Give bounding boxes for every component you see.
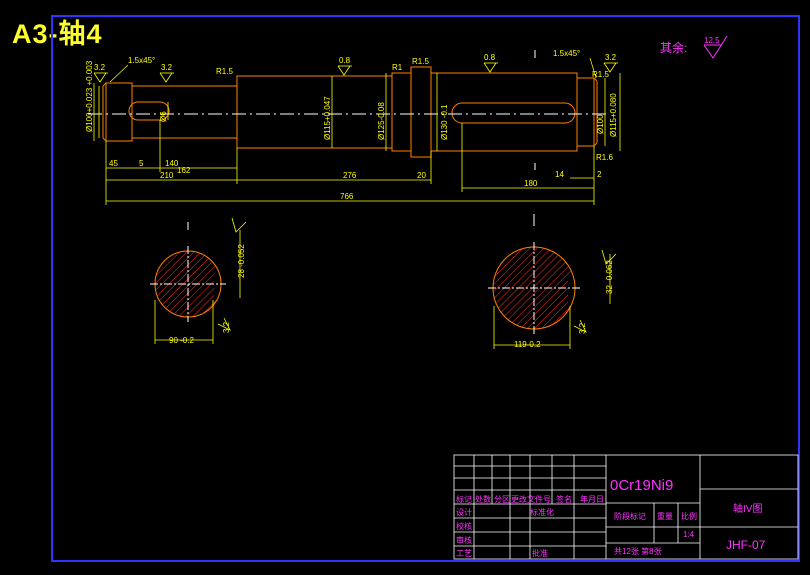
roughness-mark-1: 3.2 <box>94 63 106 72</box>
radius-label-4: R1.5 <box>592 70 609 79</box>
roughness-mark-3: 0.8 <box>339 56 351 65</box>
header-cell-3: 分区 <box>494 495 510 504</box>
len-label-162: 162 <box>177 166 191 175</box>
len-label-2: 2 <box>597 170 602 179</box>
scale-value: 1:4 <box>683 530 695 539</box>
header-cell-1: 标记 <box>456 494 472 504</box>
section-right-width: 119-0.2 <box>514 340 541 349</box>
drawing-title: A3-轴4 <box>12 19 103 49</box>
len-label-14: 14 <box>555 170 564 179</box>
header-cell-5: 签名 <box>556 494 572 504</box>
header-cell-4: 更改文件号 <box>511 494 551 504</box>
section-right-roughness: 3.2 <box>578 322 587 334</box>
chamfer-leader-right <box>589 57 597 79</box>
scale-label: 比例 <box>681 511 697 521</box>
roughness-mark-4: 0.8 <box>484 53 496 62</box>
row-label-check: 校核 <box>456 521 472 531</box>
title-block-material: 0Cr19Ni9 <box>610 477 673 494</box>
dia-label-left-keyway: Ø6 <box>159 111 168 122</box>
section-left-view <box>150 217 247 344</box>
weight-label: 重量 <box>657 511 673 521</box>
dia-label-left-end: Ø100+0.023 +0.003 <box>85 60 94 132</box>
roughness-note-value: 12.5 <box>704 36 720 45</box>
std-label: 标准化 <box>530 507 554 517</box>
radius-label-1: R1.5 <box>216 67 233 76</box>
len-label-45: 45 <box>109 159 118 168</box>
roughness-note-symbol <box>703 35 728 59</box>
title-block-drawing-no: JHF-07 <box>726 538 766 552</box>
approve-label: 批准 <box>532 548 548 558</box>
len-label-140: 140 <box>165 159 179 168</box>
shaft-outline <box>102 66 598 158</box>
title-block-drawing-name: 轴IV图 <box>733 502 762 515</box>
shaft-dimension-lines <box>93 73 621 205</box>
radius-label-3: R1.5 <box>412 57 429 66</box>
header-cell-2: 处数 <box>475 494 491 504</box>
title-block <box>453 454 799 560</box>
border-frame <box>51 15 800 562</box>
roughness-marks <box>93 62 618 83</box>
dia-label-right-keyway: Ø130 -0.1 <box>440 104 449 140</box>
section-right-view <box>488 214 617 349</box>
roughness-mark-5: 3.2 <box>605 53 617 62</box>
dia-label-collar: Ø125-0.08 <box>377 102 386 140</box>
dia-label-center: Ø115+0.047 <box>323 96 332 140</box>
header-cell-6: 年月日 <box>580 494 604 504</box>
len-label-20: 20 <box>417 171 426 180</box>
len-label-5: 5 <box>139 159 144 168</box>
section-left-depth: 28 -0.052 <box>237 244 246 278</box>
chamfer-label-left: 1.5x45° <box>128 56 155 65</box>
row-label-process: 工艺 <box>456 549 472 558</box>
radius-label-5: R1.6 <box>596 153 613 162</box>
radius-label-2: R1 <box>392 63 403 72</box>
section-left-width: 90 -0.2 <box>169 336 194 345</box>
len-label-180: 180 <box>524 179 538 188</box>
row-label-design: 设计 <box>456 507 472 517</box>
len-label-210: 210 <box>160 171 174 180</box>
row-label-review: 审核 <box>456 535 472 545</box>
chamfer-leader-left <box>109 64 129 83</box>
section-left-roughness: 3.2 <box>222 321 231 333</box>
sheets-label: 共12张 第8张 <box>614 546 662 556</box>
section-right-depth: 32 -0.062 <box>605 260 614 294</box>
len-label-total: 766 <box>340 192 354 201</box>
roughness-mark-2: 3.2 <box>161 63 173 72</box>
len-label-276: 276 <box>343 171 357 180</box>
chamfer-label-right: 1.5x45° <box>553 49 580 58</box>
dia-label-right-end: Ø115+0.080 <box>609 93 618 137</box>
stage-label: 阶段标记 <box>614 511 646 521</box>
dia-label-right-end-2: Ø100 <box>596 114 605 134</box>
roughness-note-label: 其余: <box>660 40 687 55</box>
